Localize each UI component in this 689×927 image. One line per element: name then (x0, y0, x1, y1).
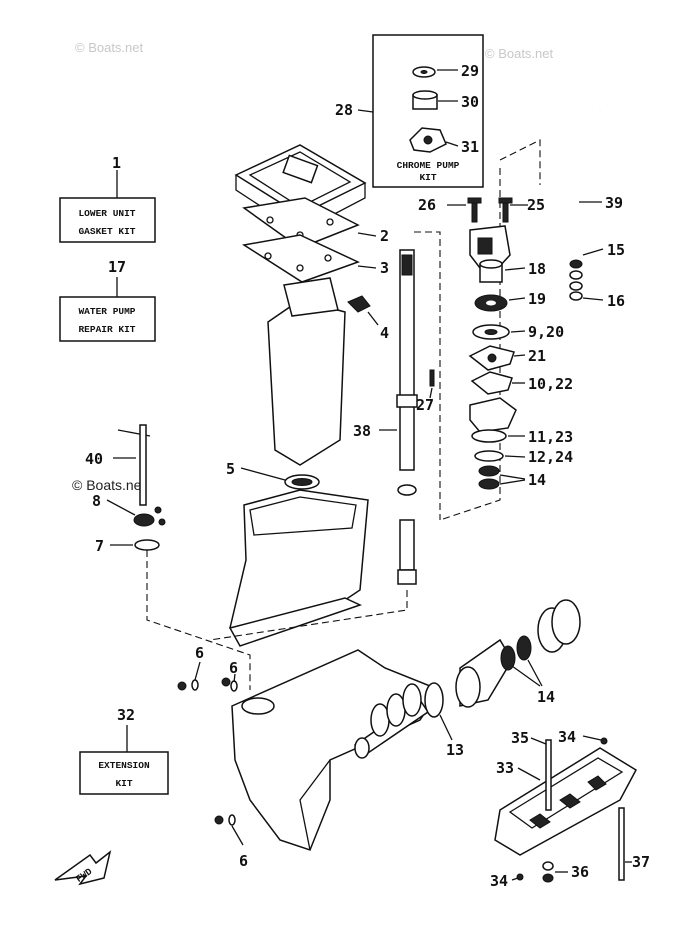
part-36-nut-washer (542, 861, 554, 883)
part-40-shift-rod (117, 424, 151, 506)
water-pump-line2: REPAIR KIT (78, 324, 135, 335)
exhaust-housing (267, 277, 346, 466)
part-14-seals-lower (500, 599, 581, 671)
part-37-bolt (618, 807, 625, 881)
callout-13: 13 (446, 741, 464, 759)
callout-1: 1 (112, 154, 121, 172)
gasket-kit-line1: LOWER UNIT (78, 208, 135, 219)
part-11-23-o-ring (471, 429, 507, 443)
callout-36: 36 (571, 863, 589, 881)
callout-39: 39 (605, 194, 623, 212)
callout-28: 28 (335, 101, 353, 119)
part-31-cover (409, 127, 447, 153)
gasket-kit-line2: GASKET KIT (78, 226, 135, 237)
callout-35: 35 (511, 729, 529, 747)
part-27-pin (429, 369, 435, 387)
gasket-kit-box (59, 197, 156, 243)
callout-34a: 34 (558, 728, 576, 746)
part-3-gasket (241, 234, 360, 283)
part-35-stud (545, 739, 552, 811)
water-pump-kit-box (59, 296, 156, 342)
watermark: © Boats.net (485, 46, 554, 61)
forward-arrow-icon: FWD (54, 850, 112, 886)
callout-16: 16 (607, 292, 625, 310)
callout-30: 30 (461, 93, 479, 111)
part-15-grommets (569, 259, 583, 291)
callout-40: 40 (85, 450, 103, 468)
callout-18: 18 (528, 260, 546, 278)
callout-6c: 6 (239, 852, 248, 870)
bearing-housing (455, 638, 513, 708)
part-7-o-ring (134, 539, 160, 551)
chrome-pump-kit-box (372, 34, 484, 188)
part-38-drive-shaft (396, 249, 418, 585)
part-10-22-gasket (470, 371, 513, 395)
callout-4: 4 (380, 324, 389, 342)
callout-33: 33 (496, 759, 514, 777)
callout-15: 15 (607, 241, 625, 259)
callout-8: 8 (92, 492, 101, 510)
part-26-bolt (467, 197, 482, 223)
part-14-seals-upper (478, 465, 500, 490)
callout-25: 25 (527, 196, 545, 214)
chrome-pump-line1: CHROME PUMP (397, 160, 460, 171)
part-5-seal (284, 474, 320, 490)
callout-10-22: 10,22 (528, 375, 573, 393)
part-9-20-key-gasket (472, 324, 510, 340)
callout-14b: 14 (537, 688, 555, 706)
extension-kit-box (79, 751, 169, 795)
part-21-plate (468, 345, 515, 371)
watermark: © Boats.net (75, 40, 144, 55)
extension-line1: EXTENSION (98, 760, 150, 771)
callout-14a: 14 (528, 471, 546, 489)
callout-2: 2 (380, 227, 389, 245)
callout-11-23: 11,23 (528, 428, 573, 446)
part-2-gasket (242, 197, 360, 249)
extension-line2: KIT (115, 778, 132, 789)
part-8-bush (133, 506, 166, 527)
callout-5: 5 (226, 460, 235, 478)
pump-base (469, 397, 517, 433)
part-33-extension-spacer (494, 747, 637, 856)
part-12-24-o-ring (474, 450, 504, 462)
callout-31: 31 (461, 138, 479, 156)
part-29-washer (412, 66, 436, 78)
chrome-pump-line2: KIT (419, 172, 436, 183)
callout-9-20: 9,20 (528, 323, 564, 341)
part-19-impeller (474, 294, 508, 312)
callout-19: 19 (528, 290, 546, 308)
part-34-dowel (516, 737, 608, 881)
callout-21: 21 (528, 347, 546, 365)
callout-6a: 6 (195, 644, 204, 662)
water-pump-line1: WATER PUMP (78, 306, 135, 317)
callout-32: 32 (117, 706, 135, 724)
part-16-seal (569, 291, 583, 301)
callout-29: 29 (461, 62, 479, 80)
callout-6b: 6 (229, 659, 238, 677)
watermark: © Boats.net (72, 477, 145, 493)
part-4-bracket (347, 295, 371, 313)
part-30-collar (412, 90, 438, 110)
callout-26: 26 (418, 196, 436, 214)
callout-12-24: 12,24 (528, 448, 573, 466)
part-6-bolts (177, 677, 238, 826)
callout-7: 7 (95, 537, 104, 555)
part-25-bolt (498, 197, 513, 223)
callout-38: 38 (353, 422, 371, 440)
lower-unit-gearcase (231, 649, 442, 851)
callout-27: 27 (416, 396, 434, 414)
callout-37: 37 (632, 853, 650, 871)
callout-3: 3 (380, 259, 389, 277)
part-13-o-ring (424, 682, 444, 718)
part-39-water-tube (573, 109, 602, 260)
callout-17: 17 (108, 258, 126, 276)
upper-casing (228, 489, 369, 647)
part-18-insert (479, 259, 503, 283)
callout-34b: 34 (490, 872, 508, 890)
